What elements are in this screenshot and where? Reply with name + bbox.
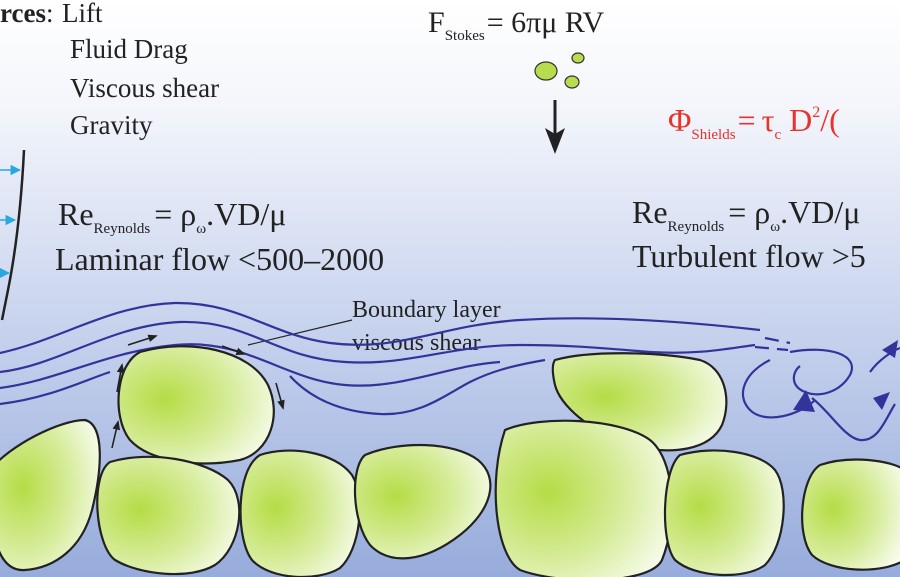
particle — [564, 75, 580, 89]
settling-arrow — [545, 100, 565, 154]
laminar-reynolds-equation: ReReynolds= ρω.VD/μ — [58, 196, 286, 237]
eddy-arrowheads — [793, 340, 898, 412]
forces-heading: rces: — [0, 0, 54, 28]
force-fluid-drag: Fluid Drag — [70, 34, 188, 64]
particle — [534, 61, 558, 81]
grain — [494, 419, 673, 577]
laminar-flow-label: Laminar flow <500–2000 — [55, 241, 384, 277]
eddy — [811, 397, 896, 442]
eddy — [789, 348, 853, 396]
stokes-equation: FStokes= 6πμ RV — [428, 6, 604, 44]
streamline — [0, 320, 756, 374]
grain — [801, 458, 900, 571]
turbulent-reynolds-equation: ReReynolds= ρω.VD/μ — [632, 194, 860, 235]
streamline-dashed — [764, 336, 791, 345]
streamline — [0, 343, 501, 390]
grain — [663, 449, 785, 577]
shear-arrows — [111, 334, 285, 449]
sediment-grains — [0, 345, 900, 577]
streamlines — [0, 301, 900, 442]
force-gravity: Gravity — [70, 110, 153, 140]
streamline-dashed — [754, 345, 789, 352]
velocity-profile — [0, 149, 26, 321]
grain — [239, 449, 361, 577]
grain — [96, 455, 241, 576]
eddy — [741, 359, 816, 419]
settling-particles — [534, 52, 585, 89]
force-lift: Lift — [62, 0, 103, 28]
streamline — [289, 358, 546, 416]
force-viscous-shear: Viscous shear — [70, 73, 219, 103]
particle — [571, 52, 585, 64]
viscous-shear-label: viscous shear — [352, 330, 481, 356]
grain — [117, 345, 275, 465]
grain — [0, 418, 101, 572]
streamline — [0, 301, 761, 355]
streamline — [0, 370, 111, 406]
turbulent-flow-label: Turbulent flow >5 — [632, 238, 866, 274]
grain — [353, 443, 492, 560]
eddy — [869, 346, 900, 373]
boundary-layer-label: Boundary layer — [352, 297, 501, 323]
